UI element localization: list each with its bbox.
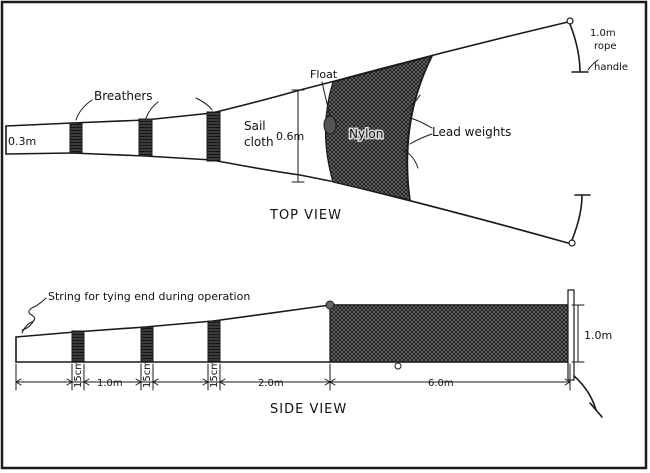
- label-nylon: Nylon: [349, 127, 383, 141]
- dim-sail-length: 2.0m: [258, 378, 284, 389]
- label-string-note: String for tying end during operation: [48, 290, 250, 303]
- side-handle: [589, 402, 603, 418]
- label-sail: Sail: [244, 119, 266, 133]
- label-breathers: Breathers: [94, 89, 153, 103]
- net-body-top-edge: [5, 21, 569, 127]
- side-body-top-edge: [15, 304, 571, 338]
- side-rope: [573, 375, 597, 411]
- side-breather-1: [71, 330, 85, 363]
- label-cloth: cloth: [244, 135, 274, 149]
- label-rope: rope: [594, 41, 617, 52]
- dim-nylon-length: 6.0m: [428, 378, 454, 389]
- label-mid-width: 0.6m: [276, 130, 304, 143]
- breather-band-2: [138, 118, 153, 157]
- side-nylon-mesh: [329, 304, 571, 363]
- rope-top: [569, 23, 581, 73]
- rope-ring-bottom: [568, 239, 576, 247]
- label-mouth-width: 0.3m: [8, 135, 36, 148]
- label-handle: handle: [594, 62, 628, 73]
- side-breather-2: [140, 326, 154, 363]
- float-leader: [321, 81, 331, 116]
- breathers-leader-2: [145, 101, 159, 119]
- side-breather-3: [207, 320, 221, 363]
- caption-side-view: SIDE VIEW: [270, 402, 347, 417]
- dim-gap-1: 1.0m: [97, 378, 123, 389]
- string-squiggle: [21, 297, 47, 334]
- dim-band-1: 15cm: [73, 360, 84, 388]
- lead-weight-line: [406, 55, 433, 201]
- float-icon: [323, 115, 337, 135]
- rope-ring-top: [566, 17, 574, 25]
- breather-band-3: [206, 111, 221, 162]
- top-view: 0.3m Breathers Sail cloth 0.6m Float Nyl…: [5, 17, 628, 247]
- dim-band-3: 15cm: [209, 360, 220, 388]
- label-float: Float: [310, 68, 338, 81]
- label-lead-weights: Lead weights: [432, 125, 511, 139]
- side-view: String for tying end during operation 1.…: [15, 289, 612, 418]
- label-height: 1.0m: [584, 329, 612, 342]
- side-weight-icon: [394, 362, 402, 370]
- breathers-leader-1: [75, 99, 93, 121]
- caption-top-view: TOP VIEW: [269, 208, 342, 223]
- breather-band-1: [69, 122, 83, 154]
- rope-bottom: [571, 194, 583, 241]
- side-float-icon: [325, 300, 335, 310]
- label-rope-len: 1.0m: [590, 28, 616, 39]
- net-body-bottom-edge: [5, 152, 569, 244]
- end-post: [567, 289, 575, 381]
- dim-band-2: 15cm: [142, 360, 153, 388]
- breathers-leader-3: [195, 97, 213, 111]
